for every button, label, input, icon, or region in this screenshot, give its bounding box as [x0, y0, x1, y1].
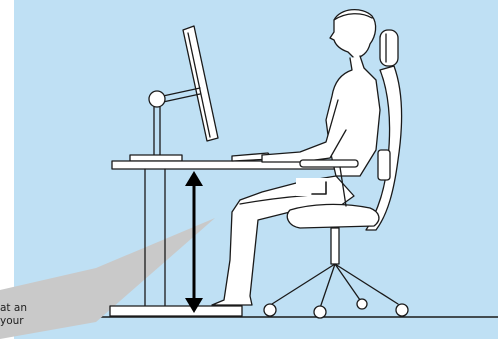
caster: [357, 299, 367, 309]
callout-text: at an your: [0, 302, 92, 328]
caster: [264, 304, 276, 316]
caster: [396, 304, 408, 316]
caster: [314, 306, 326, 318]
floor: [96, 316, 498, 339]
lumbar-support-icon: [296, 178, 332, 196]
